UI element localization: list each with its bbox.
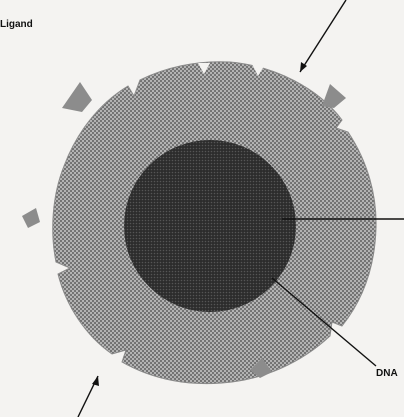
- arrowhead-bottom: [92, 376, 99, 386]
- pointer-line-top: [299, 0, 347, 73]
- ligand-shape: [322, 84, 346, 108]
- arrowhead-top: [300, 62, 307, 72]
- ligand-shape: [22, 208, 40, 228]
- membrane-notch: [252, 64, 264, 76]
- label-dna: DNA: [376, 368, 398, 379]
- ligand-shape: [250, 358, 272, 378]
- label-ligand: Ligand: [0, 19, 33, 30]
- ligand-shape: [62, 82, 92, 112]
- nucleus: [124, 140, 296, 312]
- pointer-line-dna: [271, 277, 377, 367]
- membrane-notch: [300, 74, 312, 86]
- membrane-notch: [198, 63, 210, 74]
